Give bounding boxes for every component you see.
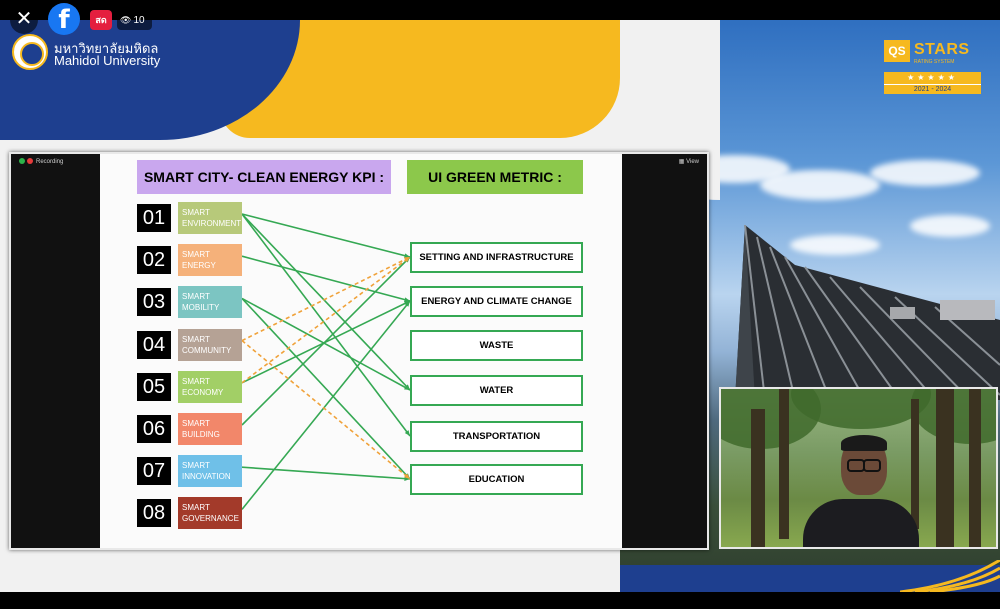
qs-box: QS bbox=[884, 40, 910, 62]
connection-line bbox=[241, 256, 411, 384]
qs-years: 2021 - 2024 bbox=[884, 84, 981, 94]
view-label: View bbox=[686, 159, 699, 165]
connection-line bbox=[241, 466, 411, 480]
viewer-count: 10 bbox=[133, 15, 145, 26]
shield-icon bbox=[19, 158, 25, 164]
kpi-label-line1: SMART bbox=[182, 334, 210, 344]
qs-subtitle: RATING SYSTEM bbox=[914, 59, 955, 65]
kpi-number: 07 bbox=[137, 457, 171, 486]
kpi-number: 03 bbox=[137, 288, 171, 317]
connection-line bbox=[241, 213, 411, 258]
presentation-slide: SMART CITY- CLEAN ENERGY KPI : UI GREEN … bbox=[100, 154, 622, 548]
record-dot-icon bbox=[27, 158, 33, 164]
kpi-label-line2: INNOVATION bbox=[182, 472, 231, 482]
kpi-label-line2: GOVERNANCE bbox=[182, 514, 239, 524]
kpi-label-line2: ENVIRONMENT bbox=[182, 219, 242, 228]
live-badge: สด bbox=[90, 10, 112, 30]
kpi-number: 08 bbox=[137, 499, 171, 528]
slide-title-kpi: SMART CITY- CLEAN ENERGY KPI : bbox=[137, 160, 391, 194]
presenter-body bbox=[803, 499, 919, 547]
metric-box: TRANSPORTATION bbox=[410, 421, 583, 452]
metric-box: WASTE bbox=[410, 330, 583, 361]
kpi-label-box: SMART BUILDING bbox=[178, 413, 242, 445]
university-name-thai: มหาวิทยาลัยมหิดล bbox=[54, 41, 159, 56]
qs-rating-stars: ★★★★★ bbox=[884, 72, 981, 84]
connection-line bbox=[241, 300, 411, 384]
eye-icon: 👁 bbox=[120, 15, 132, 25]
broadcast-background: มหาวิทยาลัยมหิดล Mahidol University QS S… bbox=[0, 20, 1000, 592]
kpi-number: 01 bbox=[137, 204, 171, 232]
metric-box: WATER bbox=[410, 375, 583, 406]
qs-stars-label: STARS bbox=[914, 41, 970, 58]
glasses-icon bbox=[845, 459, 883, 472]
connection-line bbox=[241, 297, 411, 391]
recording-label: Recording bbox=[36, 159, 64, 165]
viewer-count-badge: 👁10 bbox=[117, 10, 152, 30]
close-icon[interactable]: ✕ bbox=[10, 6, 38, 34]
kpi-number: 05 bbox=[137, 372, 171, 401]
kpi-label-line1: SMART bbox=[182, 292, 210, 302]
metric-box: ENERGY AND CLIMATE CHANGE bbox=[410, 286, 583, 317]
connection-line bbox=[241, 256, 411, 426]
kpi-label-line1: SMART bbox=[182, 376, 210, 386]
mahidol-seal-logo bbox=[12, 34, 48, 70]
facebook-icon[interactable]: f bbox=[48, 3, 80, 35]
kpi-label-line1: SMART bbox=[182, 419, 210, 428]
connection-line bbox=[241, 255, 411, 302]
kpi-label-line1: SMART bbox=[182, 250, 210, 260]
connection-line bbox=[241, 339, 411, 480]
kpi-label-line1: SMART bbox=[182, 503, 210, 513]
kpi-number: 04 bbox=[137, 330, 171, 359]
kpi-label-line2: ECONOMY bbox=[182, 387, 224, 397]
view-button[interactable]: ▦ View bbox=[678, 159, 699, 165]
kpi-label-line2: BUILDING bbox=[182, 430, 220, 439]
kpi-label-line2: COMMUNITY bbox=[182, 345, 232, 355]
recording-indicator: Recording bbox=[19, 158, 63, 165]
connection-line bbox=[241, 213, 411, 437]
university-name-english: Mahidol University bbox=[54, 53, 161, 68]
connection-line bbox=[241, 213, 411, 391]
metric-box: SETTING AND INFRASTRUCTURE bbox=[410, 242, 583, 273]
kpi-number: 06 bbox=[137, 415, 171, 443]
qs-stars-logo: QS STARS RATING SYSTEM ★★★★★ 2021 - 2024 bbox=[884, 40, 984, 96]
kpi-label-line1: SMART bbox=[182, 208, 210, 217]
screen-share-window: Recording ▦ View SMART CITY- CLEAN ENERG… bbox=[9, 152, 709, 550]
gold-stripes bbox=[900, 560, 1000, 592]
metric-box: EDUCATION bbox=[410, 464, 583, 495]
slide-title-metric: UI GREEN METRIC : bbox=[407, 160, 583, 194]
kpi-number: 02 bbox=[137, 246, 171, 275]
kpi-label-line2: MOBILITY bbox=[182, 303, 220, 313]
connection-line bbox=[241, 297, 411, 480]
connection-line bbox=[241, 300, 411, 510]
kpi-label-box: SMART ENVIRONMENT bbox=[178, 202, 242, 234]
building-roof bbox=[735, 225, 1000, 400]
kpi-label-line1: SMART bbox=[182, 461, 210, 471]
presenter-webcam bbox=[719, 387, 998, 549]
live-overlay-bar: ✕ f สด 👁10 bbox=[0, 0, 1000, 35]
kpi-label-line2: ENERGY bbox=[182, 261, 216, 271]
connection-line bbox=[241, 256, 411, 342]
